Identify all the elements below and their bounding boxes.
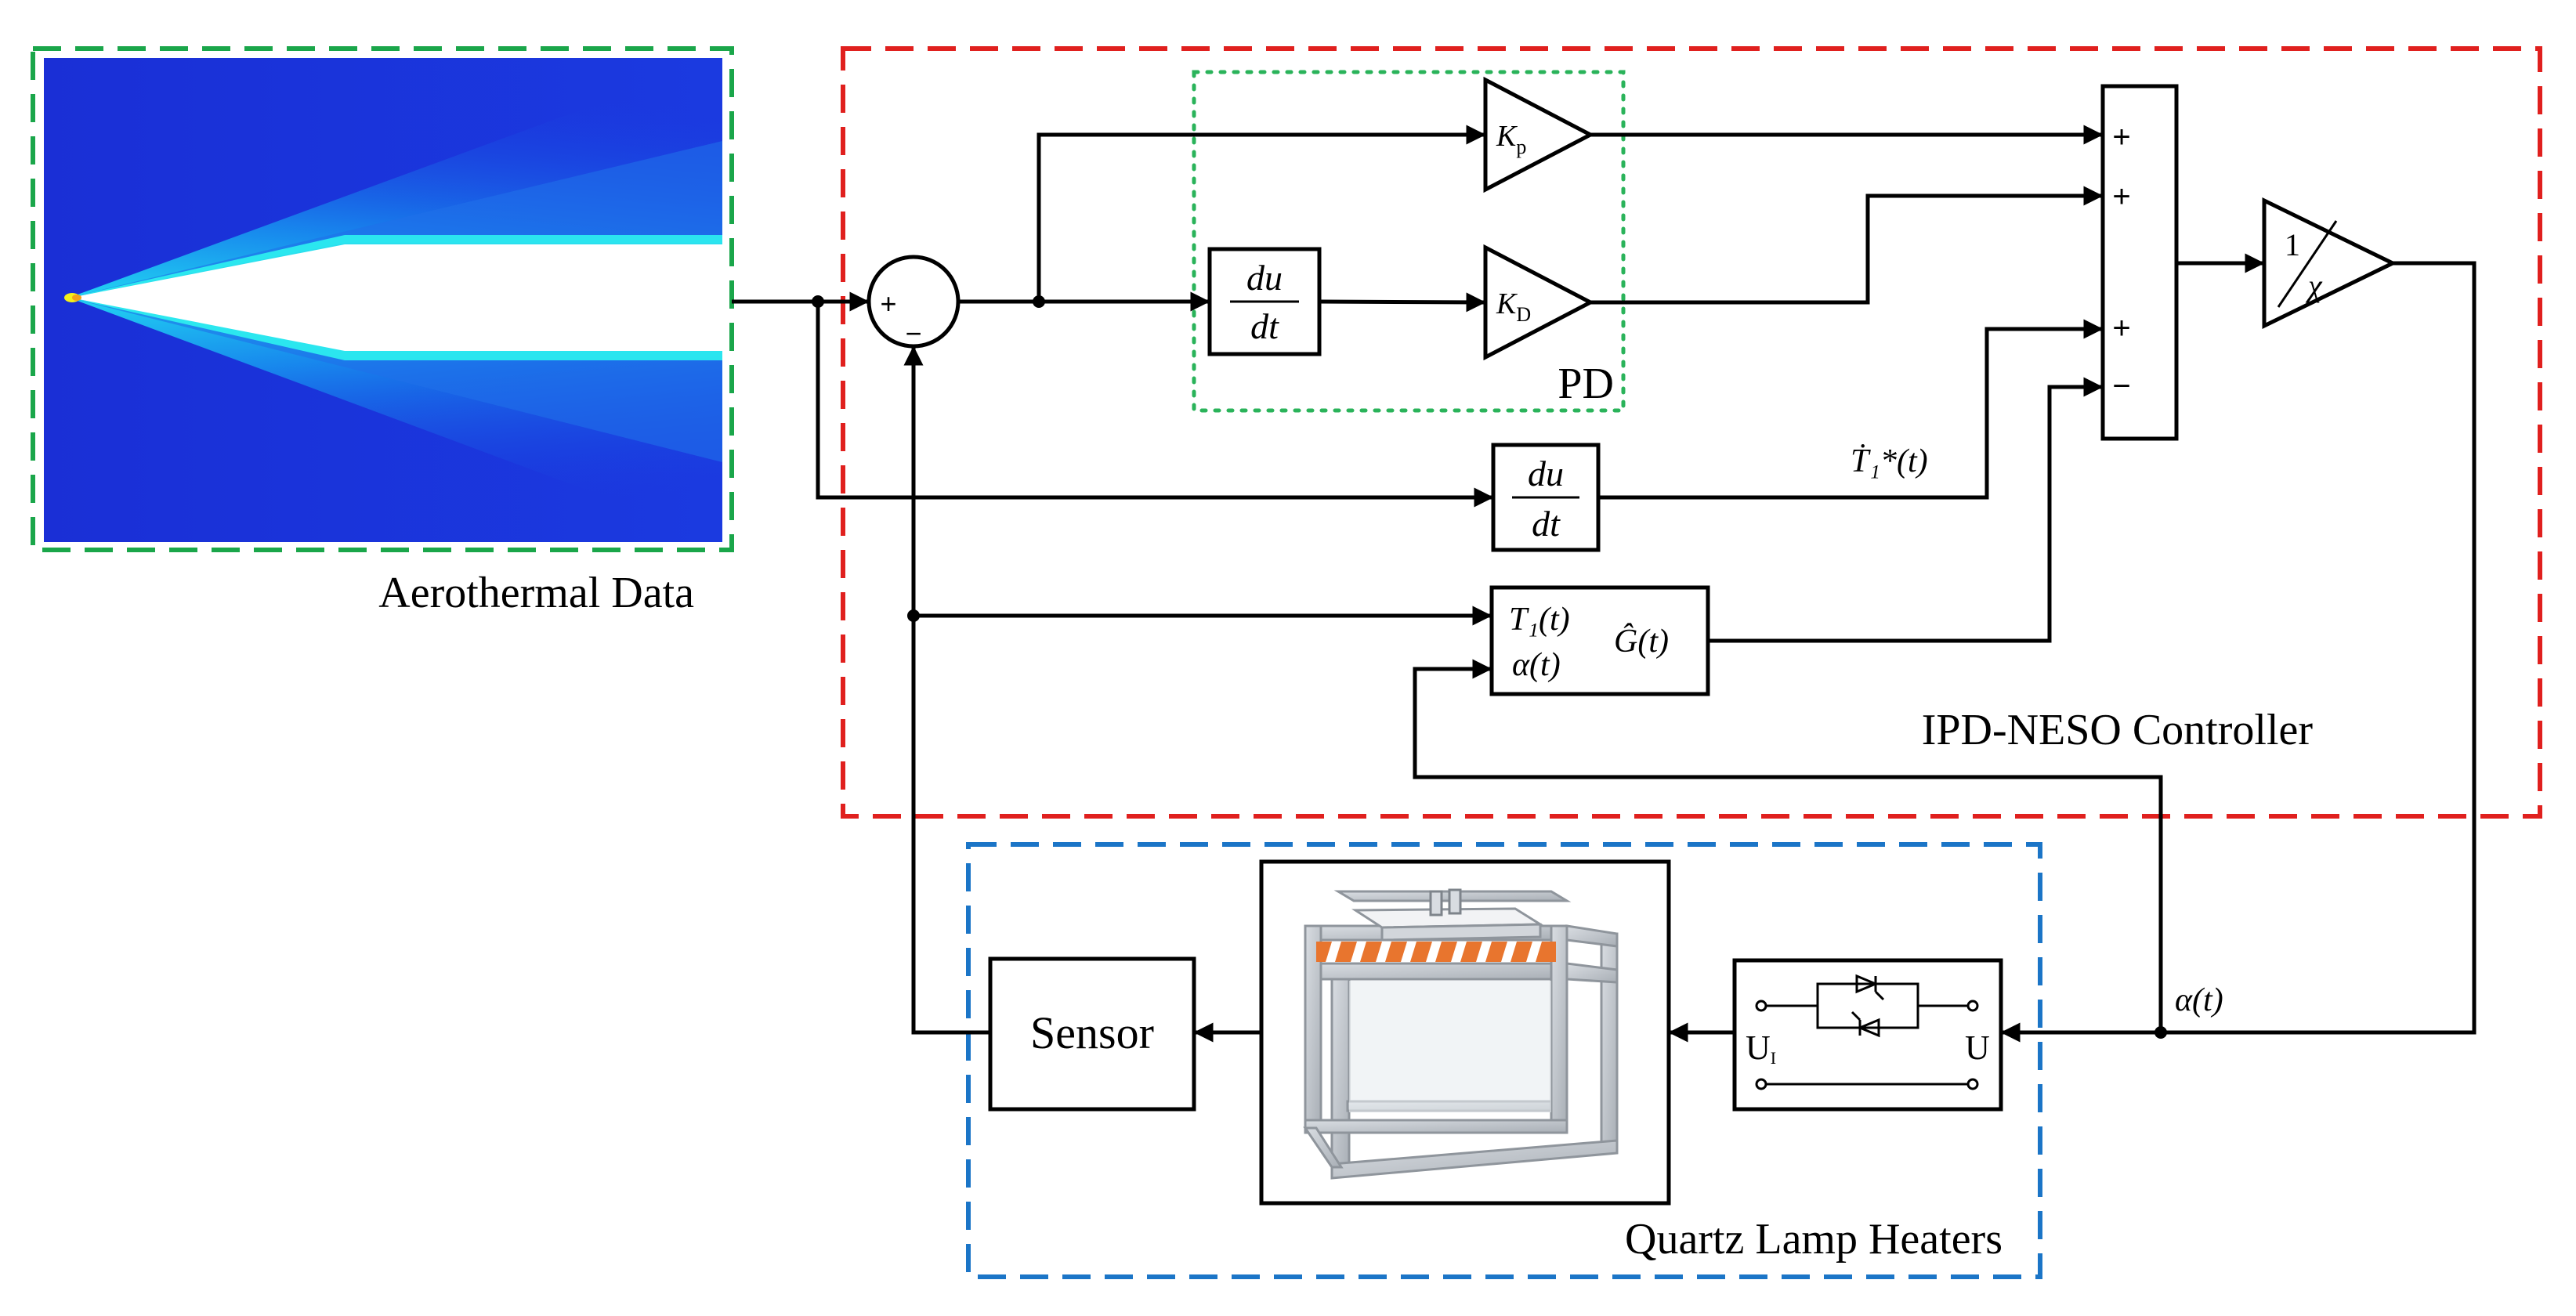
svg-text:UI: UI: [1746, 1029, 1776, 1068]
neso-input-alpha: α(t): [1512, 647, 1561, 683]
kp-gain-block: Kp: [1483, 76, 1595, 193]
pd-derivative-block: du dt: [1207, 247, 1322, 356]
heater-label: Quartz Lamp Heaters: [1625, 1215, 2003, 1264]
aerothermal-contour-image: [44, 58, 722, 542]
deriv2-numerator: du: [1528, 454, 1564, 494]
quartz-lamp-apparatus-image: [1259, 859, 1671, 1206]
deriv2-denominator: dt: [1532, 504, 1561, 544]
pd-deriv-numerator: du: [1246, 258, 1283, 298]
scr-output-label: U: [1965, 1029, 1990, 1067]
inverse-chi-gain-block: 1 χ: [2262, 197, 2397, 330]
sensor-block: Sensor: [988, 956, 1196, 1112]
pd-label: PD: [1558, 360, 1614, 408]
kd-symbol: K: [1496, 287, 1518, 320]
sum1-minus-sign: −: [905, 317, 921, 349]
svg-text:KD: KD: [1496, 287, 1531, 326]
summing-junction-1: + −: [867, 255, 961, 349]
pd-deriv-denominator: dt: [1250, 306, 1279, 346]
aerothermal-region: Aerothermal Data: [31, 46, 734, 617]
heater-border: [966, 842, 2042, 1279]
scr-regulator-block: UI U: [1732, 958, 2003, 1112]
sum2-sign-4: −: [2112, 369, 2130, 403]
scr-input-subscript: I: [1771, 1048, 1776, 1068]
alpha-signal-label: α(t): [2175, 982, 2223, 1018]
sensor-label: Sensor: [1030, 1007, 1154, 1058]
controller-region: IPD-NESO Controller PD + − Kp du dt: [841, 46, 2542, 819]
gain-numerator: 1: [2285, 227, 2300, 262]
kd-gain-block: KD: [1483, 244, 1595, 361]
neso-block: T₁(t) α(t) Ĝ(t): [1489, 585, 1710, 696]
signal-wires: [732, 125, 2477, 1043]
svg-text:Kp: Kp: [1496, 120, 1526, 158]
summing-bar: + + + −: [2100, 84, 2179, 441]
lamp-tubes: [1316, 942, 1556, 962]
aerothermal-label: Aerothermal Data: [378, 569, 694, 617]
kp-symbol: K: [1496, 120, 1518, 153]
neso-input-t1: T₁(t): [1509, 602, 1570, 638]
kd-subscript: D: [1516, 303, 1531, 326]
kp-subscript: p: [1516, 136, 1526, 158]
derivative-block-2: du dt: [1491, 443, 1601, 552]
sum2-sign-3: +: [2112, 311, 2130, 345]
scr-input-label: U: [1746, 1029, 1771, 1067]
sum2-sign-1: +: [2112, 120, 2130, 154]
aerothermal-border: [31, 46, 734, 552]
controller-border: [841, 46, 2542, 819]
sum2-sign-2: +: [2112, 179, 2130, 214]
gain-denominator: χ: [2305, 268, 2323, 303]
pd-border: [1192, 70, 1626, 413]
sum1-plus-sign: +: [880, 287, 896, 320]
heater-region: Quartz Lamp Heaters Sensor: [966, 842, 2223, 1279]
neso-output-g: Ĝ(t): [1614, 623, 1669, 660]
controller-label: IPD-NESO Controller: [1922, 706, 2314, 754]
t1-dot-signal-label: Ṫ₁*(t): [1851, 443, 1928, 479]
